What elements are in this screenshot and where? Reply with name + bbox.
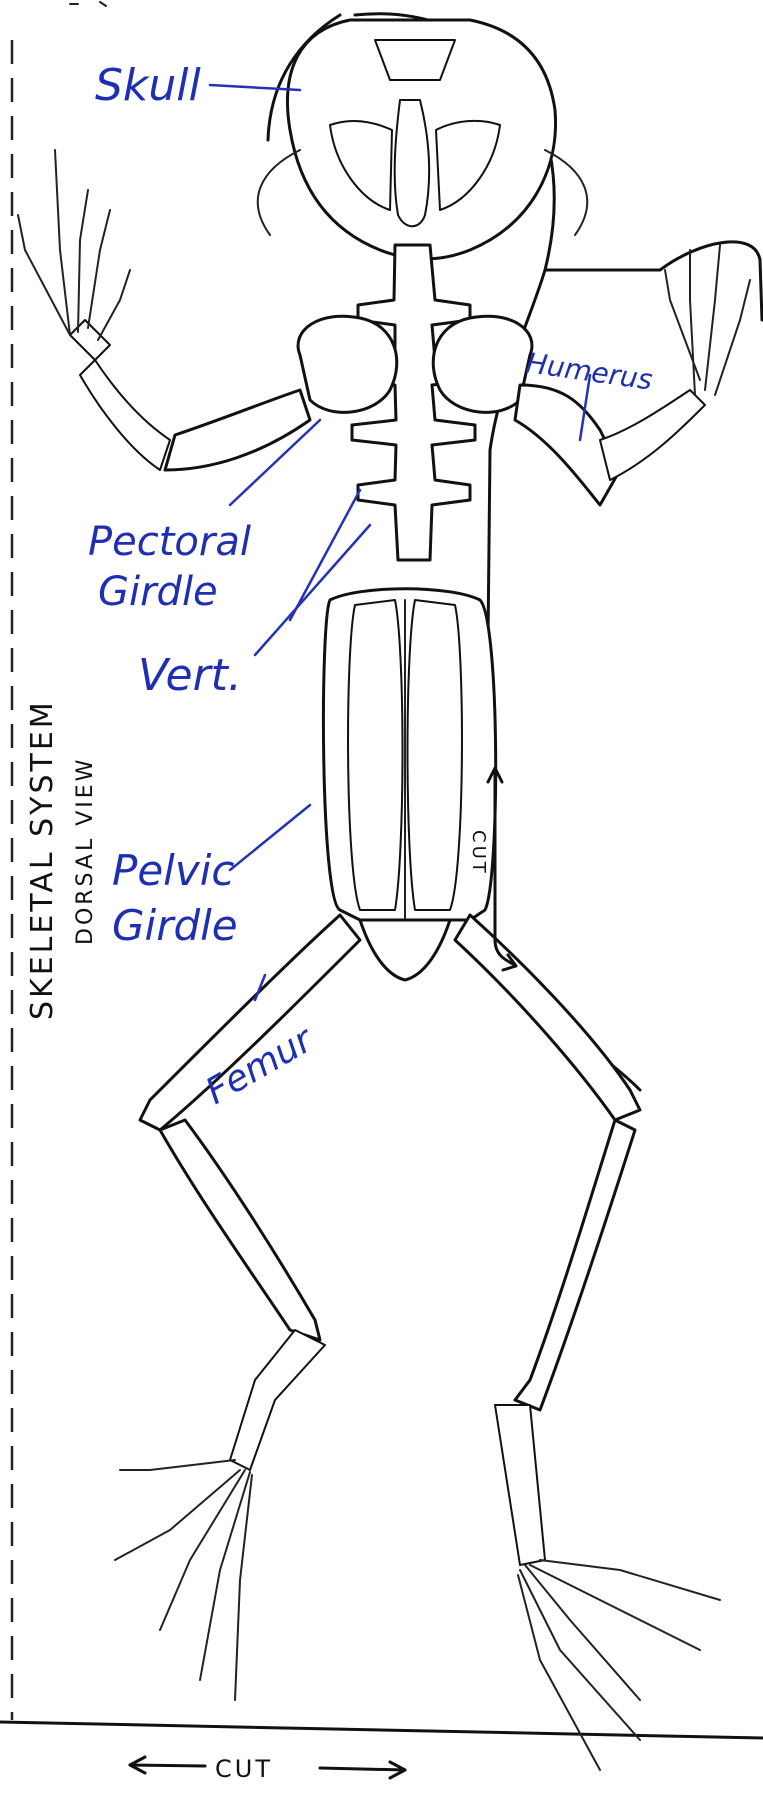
title-line1: SKELETAL SYSTEM — [25, 699, 60, 1020]
bottom-border-line — [0, 1722, 763, 1738]
label-skull: Skull — [95, 60, 202, 111]
label-vert: Vert. — [138, 650, 242, 701]
side-cut-label: CUT — [468, 830, 489, 876]
skull — [258, 20, 587, 259]
label-pectoral-line1: Pectoral — [88, 519, 251, 565]
title-line2: DORSAL VIEW — [73, 757, 98, 945]
label-pelvic-line1: Pelvic — [112, 846, 234, 895]
right-hindlimb — [455, 915, 720, 1770]
left-hindlimb — [115, 915, 360, 1700]
bottom-cut-label: CUT — [215, 1755, 273, 1783]
label-pectoral-line2: Girdle — [98, 569, 218, 615]
left-forelimb — [18, 150, 310, 470]
top-fragment-mark — [70, 2, 106, 6]
label-pelvic-line2: Girdle — [112, 901, 238, 950]
